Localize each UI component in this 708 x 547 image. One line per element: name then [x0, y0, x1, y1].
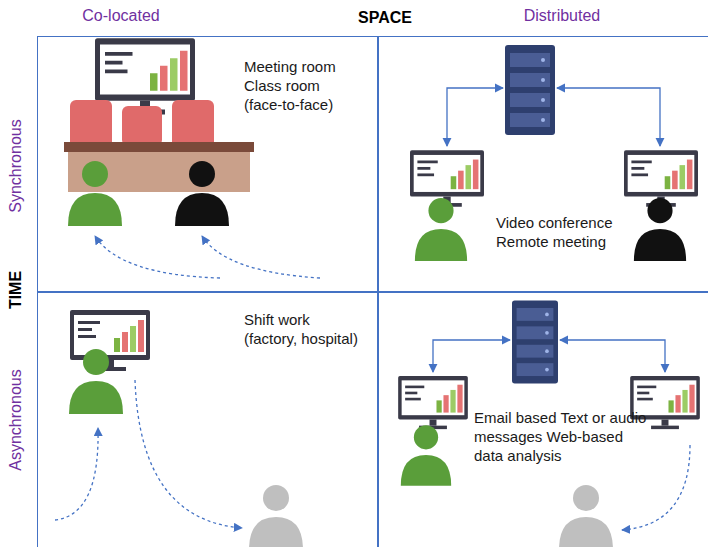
axis-title: TIME: [6, 271, 26, 309]
axis-category: Distributed: [524, 6, 600, 26]
quadrant-text: Email based Text or audio messages Web-b…: [474, 408, 650, 465]
quadrant-text: Shift work (factory, hospital): [244, 310, 366, 348]
quadrant-box: Email based Text or audio messages Web-b…: [377, 291, 708, 547]
axis-category: Synchronous: [6, 119, 26, 212]
axis-title: SPACE: [358, 8, 412, 28]
quadrant-box: Video conference Remote meeting: [377, 36, 708, 293]
quadrant-text: Meeting room Class room (face-to-face): [244, 57, 356, 114]
axis-category: Asynchronous: [6, 369, 26, 470]
axis-category: Co-located: [82, 6, 159, 26]
quadrant-box: Shift work (factory, hospital): [37, 291, 379, 547]
quadrant-text: Video conference Remote meeting: [496, 213, 628, 251]
quadrant-box: Meeting room Class room (face-to-face): [37, 36, 379, 293]
